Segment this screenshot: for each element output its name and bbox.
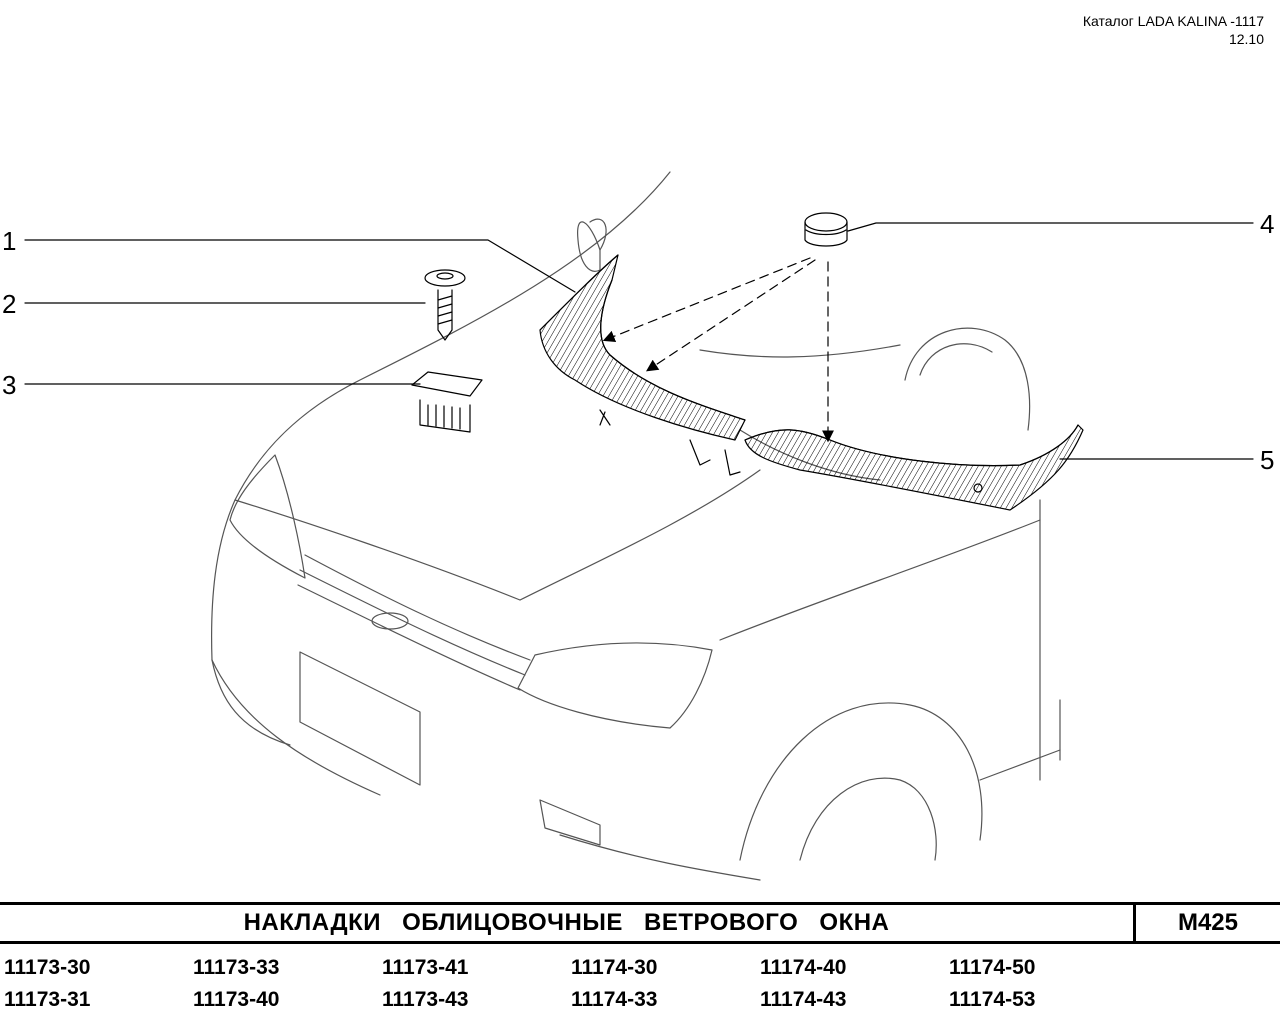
model-code: 11174-30: [571, 956, 658, 979]
model-code: 11174-50: [949, 956, 1036, 979]
dashed-arrows: [602, 257, 834, 443]
cowl-panel-left: [539, 254, 746, 466]
model-code: 11174-53: [949, 988, 1036, 1011]
plug-part: [804, 212, 848, 247]
model-code: 11173-43: [382, 988, 469, 1011]
model-code: 11173-40: [193, 988, 280, 1011]
callout-1: 1: [2, 226, 17, 256]
model-code: 11174-40: [760, 956, 847, 979]
catalog-title: Каталог LADA KALINA -1117: [1082, 13, 1264, 29]
section-title: НАКЛАДКИ ОБЛИЦОВОЧНЫЕ ВЕТРОВОГО ОКНА: [243, 909, 890, 936]
cowl-panel-right: [724, 424, 1084, 511]
screw-part: [424, 269, 466, 341]
title-bar: НАКЛАДКИ ОБЛИЦОВОЧНЫЕ ВЕТРОВОГО ОКНА M42…: [0, 902, 1280, 944]
callout-5: 5: [1260, 445, 1275, 475]
model-code: 11173-31: [4, 988, 91, 1011]
callout-3: 3: [2, 370, 17, 400]
model-list: 11173-30 11173-33 11173-41 11174-30 1117…: [4, 955, 1204, 1012]
callout-2: 2: [2, 289, 17, 319]
callout-leaders: [24, 222, 1254, 460]
model-code: 11173-41: [382, 956, 469, 979]
catalog-header: Каталог LADA KALINA -1117 12.10: [1083, 12, 1264, 48]
catalog-date: 12.10: [1228, 31, 1264, 47]
clip-part: [411, 371, 483, 433]
model-code: 11174-43: [760, 988, 847, 1011]
car-body-outline: [211, 171, 1061, 881]
section-code: M425: [1133, 905, 1280, 941]
model-code: 11173-33: [193, 956, 280, 979]
callout-4: 4: [1260, 209, 1275, 239]
model-code: 11173-30: [4, 956, 91, 979]
parts-illustration: [24, 171, 1254, 881]
model-code: 11174-33: [571, 988, 658, 1011]
